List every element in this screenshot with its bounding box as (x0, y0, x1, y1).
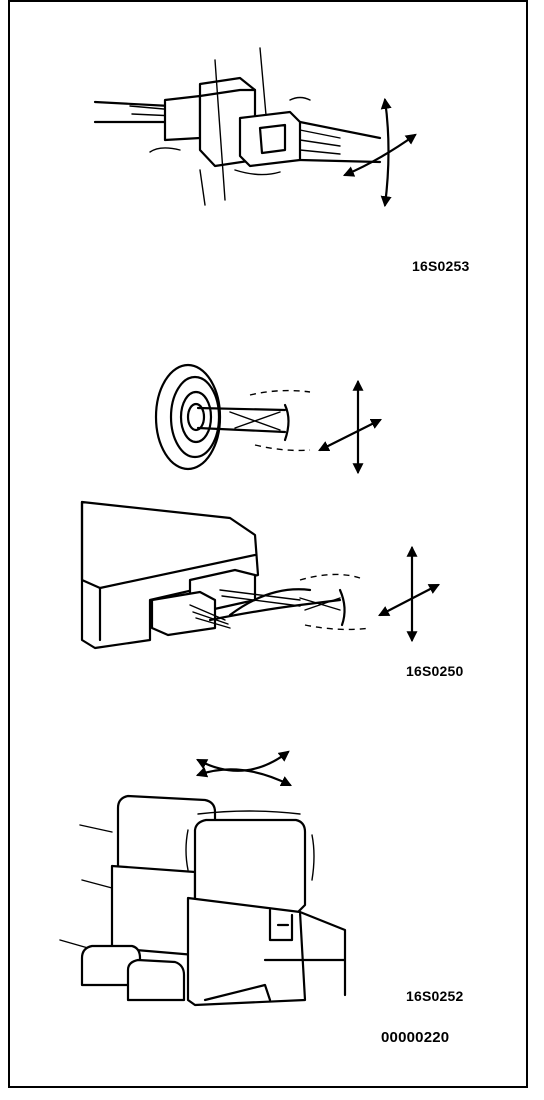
figure-code-connector: 16S0253 (412, 258, 470, 274)
connector-illustration (93, 47, 417, 208)
page-code: 00000220 (381, 1029, 450, 1046)
grommet-illustration (154, 363, 382, 475)
page-frame (8, 0, 528, 1088)
figure-code-module: 16S0250 (406, 663, 464, 679)
figure-code-relays: 16S0252 (406, 988, 464, 1004)
control-module-illustration (80, 500, 440, 650)
relay-illustration (59, 750, 347, 1007)
